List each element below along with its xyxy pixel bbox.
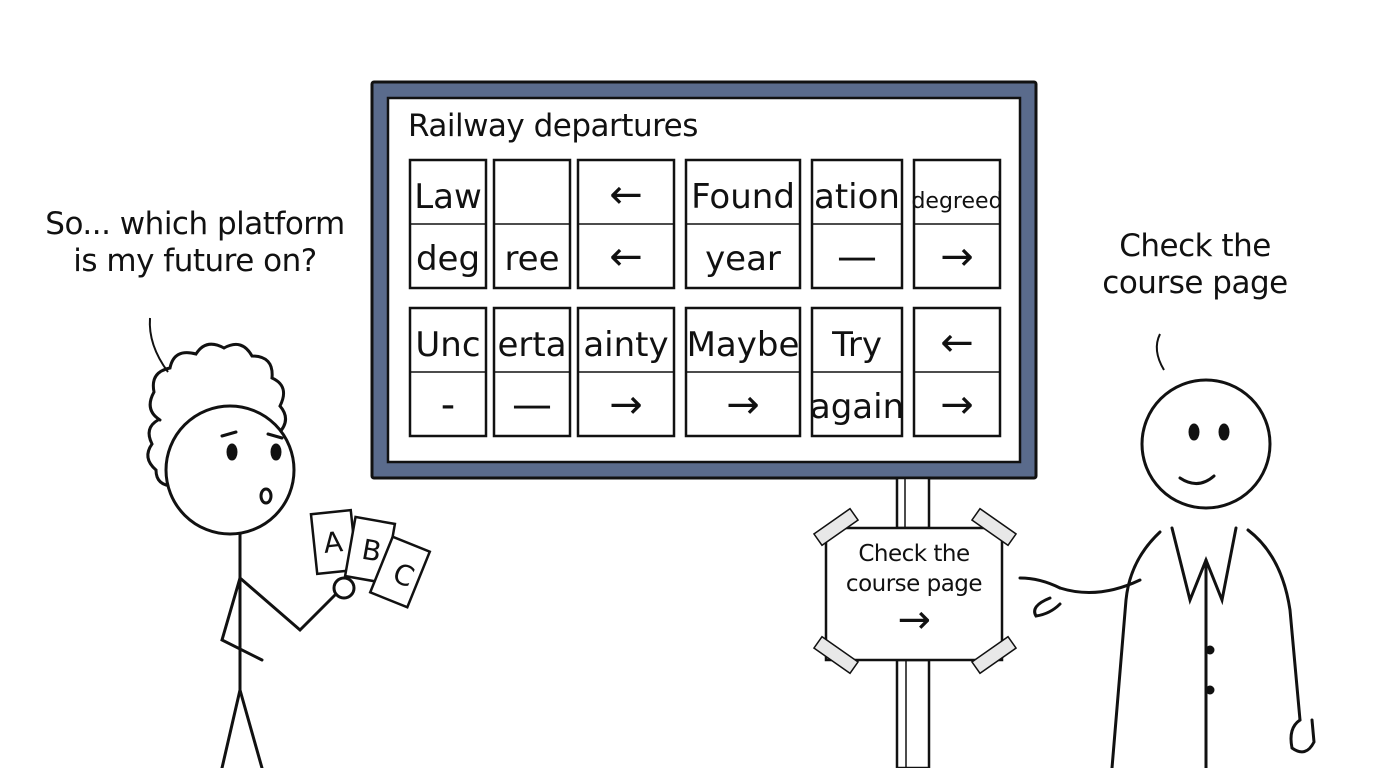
flap-bottom-text: —: [512, 382, 552, 428]
flap-bottom-text: →: [940, 234, 974, 280]
flap-bottom-text: →: [726, 382, 760, 428]
flap-bottom-text: →: [940, 382, 974, 428]
flap-top-text: ←: [609, 172, 643, 218]
flap-top-text: Found: [691, 177, 795, 217]
flap-top-text: erta: [497, 325, 566, 365]
flap-top-text: Unc: [415, 325, 480, 365]
flap-bottom-text: -: [441, 382, 455, 428]
flap-top-text: ainty: [583, 325, 668, 365]
left-speech: So... which platform is my future on?: [30, 206, 360, 279]
left-character: [146, 342, 356, 768]
left-speech-line-2: is my future on?: [73, 242, 317, 279]
sign-line-2: course page: [845, 570, 983, 597]
flap-top-text: Law: [414, 177, 482, 217]
flap-bottom-text: year: [705, 239, 781, 279]
flap-top-text: ation: [814, 177, 900, 217]
board-title: Railway departures: [408, 108, 698, 144]
right-character: [1018, 378, 1316, 768]
flap-bottom-text: →: [609, 382, 643, 428]
flap-top-text: degreed: [911, 189, 1002, 214]
flap-top-text: Try: [831, 325, 882, 365]
flap-bottom-text: —: [837, 234, 877, 280]
letter-cards: [309, 508, 432, 609]
flap-bottom-text: ←: [609, 234, 643, 280]
right-speech: Check the course page: [1080, 228, 1310, 301]
sign-line-1: Check the: [858, 541, 970, 567]
flap-top-text: ←: [940, 320, 974, 366]
flap-bottom-text: again: [810, 387, 904, 427]
card-letter: A: [322, 525, 345, 560]
right-speech-tail: [1155, 333, 1165, 371]
sign-text: Check the course page →: [832, 540, 996, 640]
right-speech-line-1: Check the: [1119, 228, 1271, 264]
flap-bottom-text: deg: [416, 239, 480, 279]
flap-bottom-text: ree: [504, 239, 559, 279]
sign-arrow-icon: →: [897, 596, 931, 643]
right-speech-line-2: course page: [1102, 264, 1288, 301]
left-speech-line-1: So... which platform: [45, 206, 345, 242]
course-page-sign: [812, 507, 1018, 768]
flap-top-text: Maybe: [687, 325, 800, 365]
left-speech-tail: [148, 317, 169, 373]
